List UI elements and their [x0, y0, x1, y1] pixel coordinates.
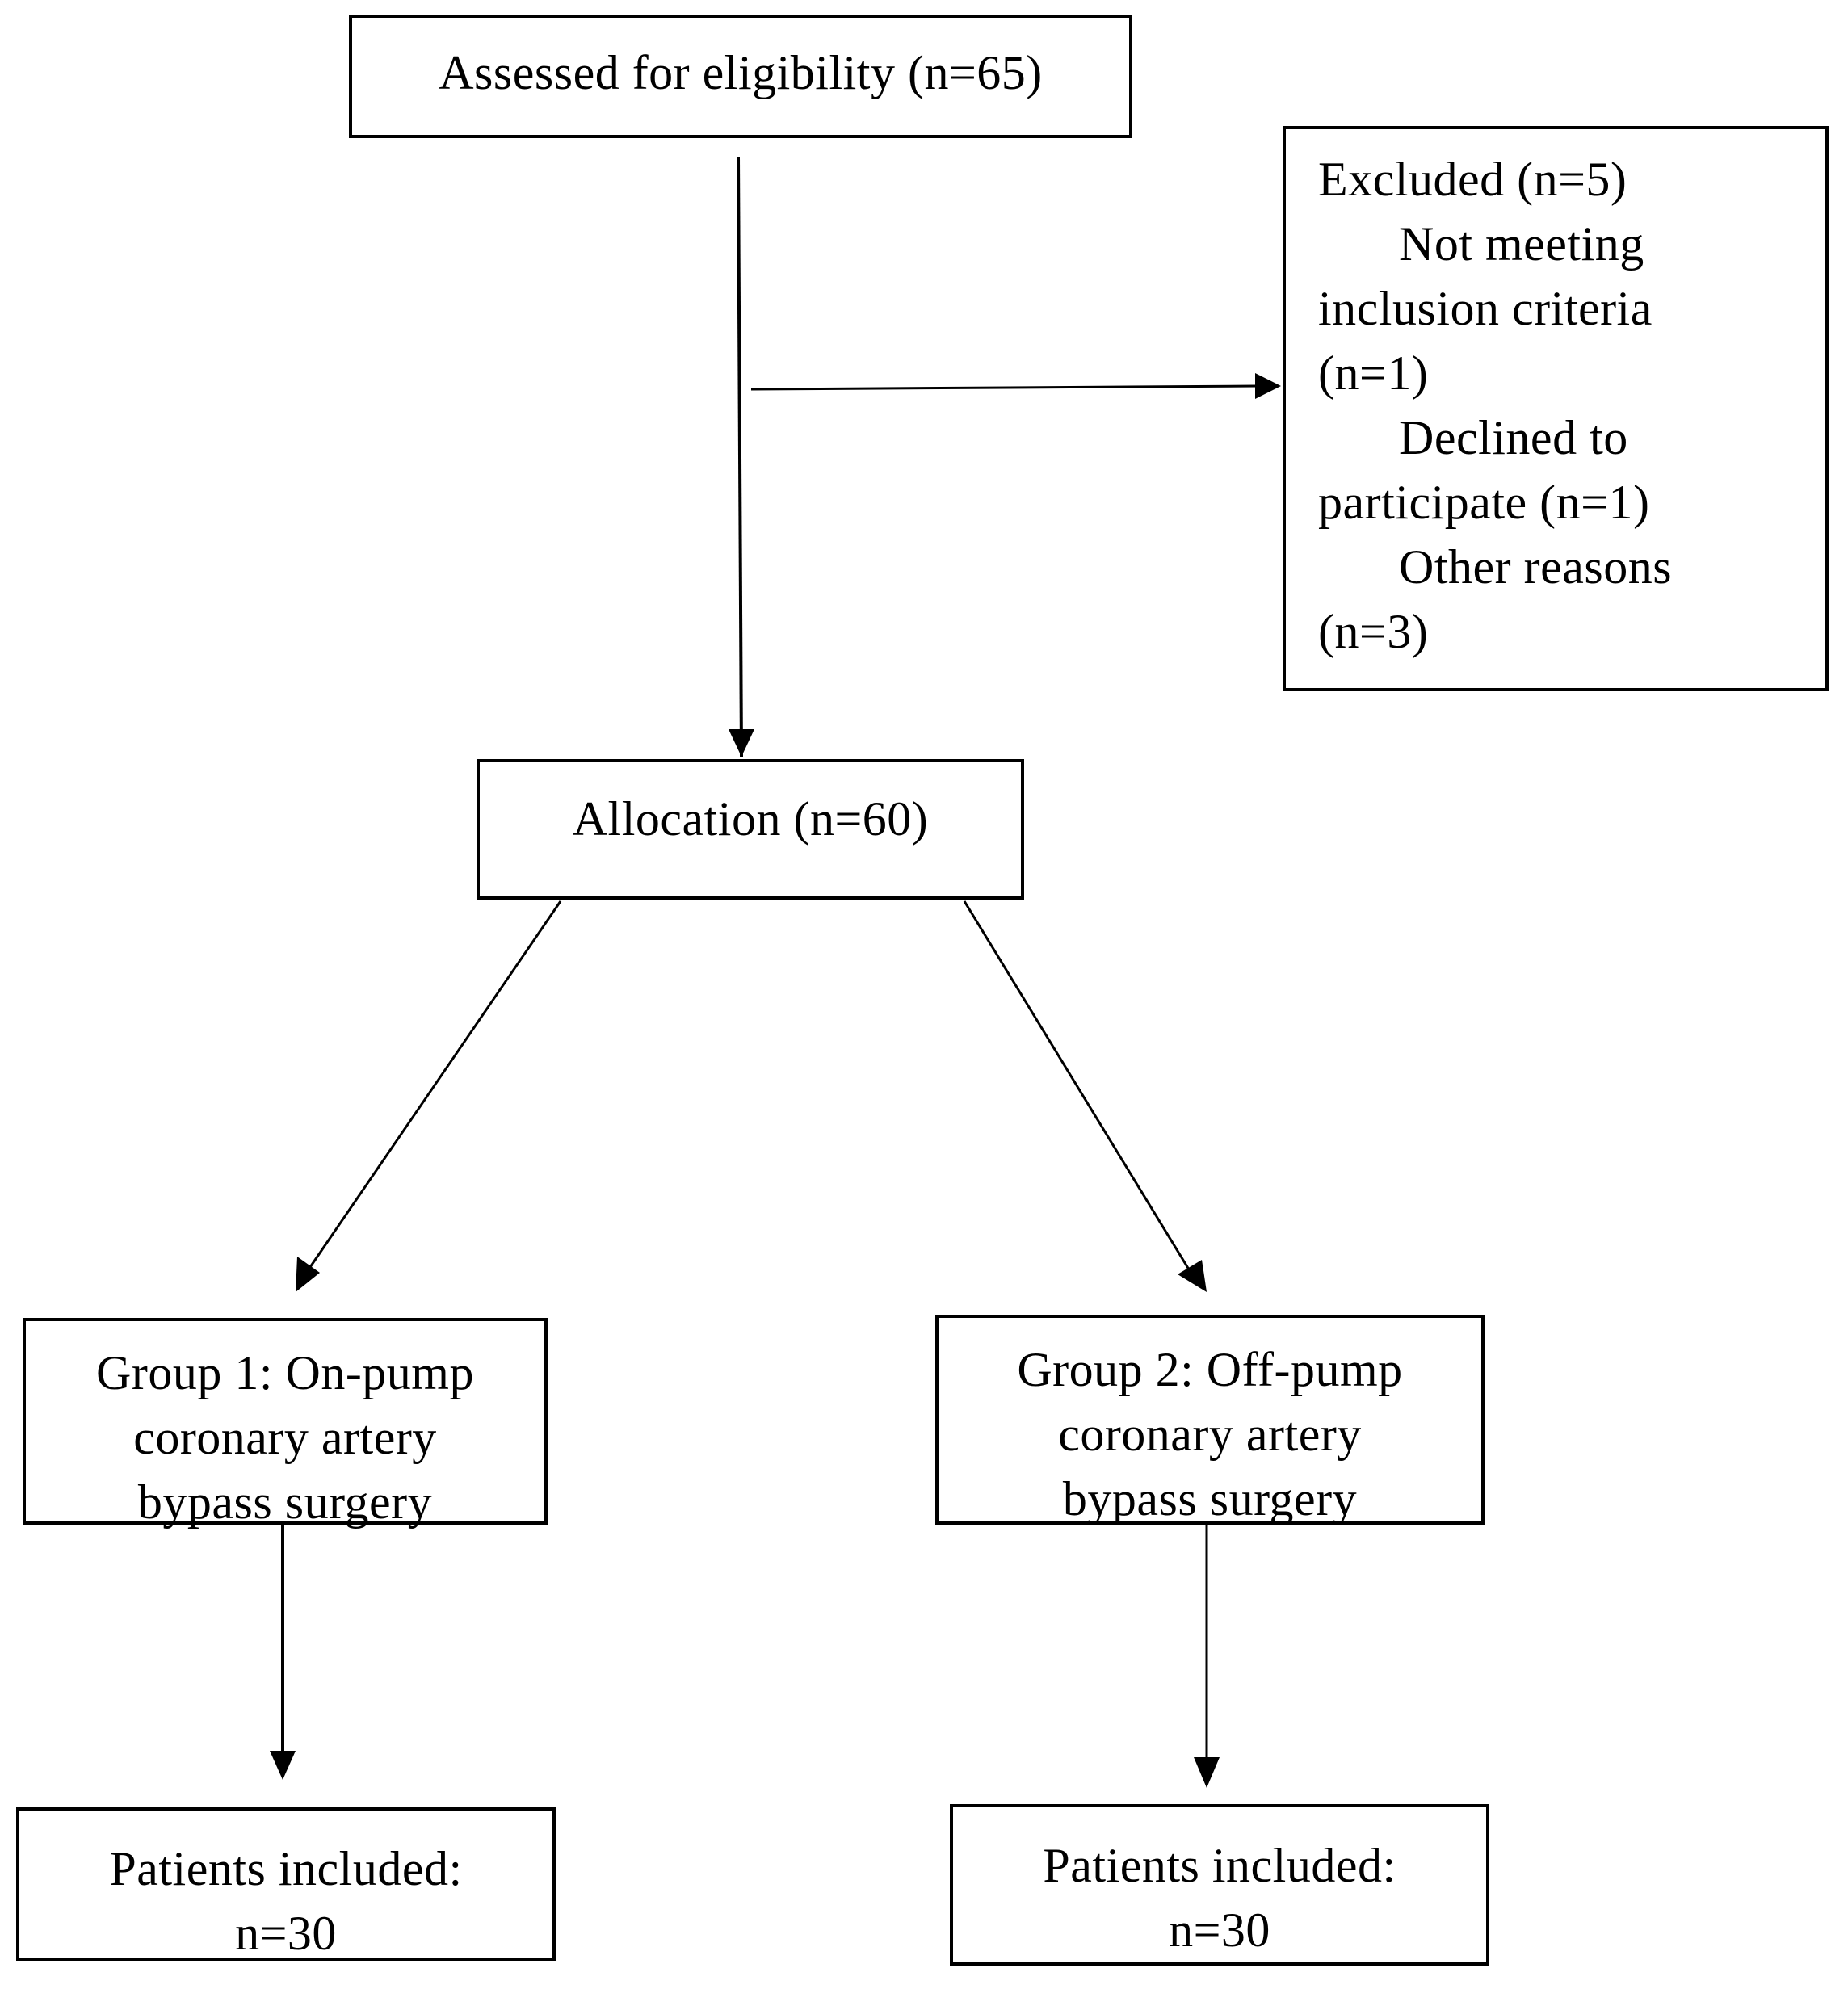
excluded-reason-not-meeting-line2: inclusion criteria	[1318, 282, 1653, 335]
patients2-count: n=30	[1169, 1903, 1270, 1957]
patients-included-group2-box: Patients included: n=30	[950, 1804, 1489, 1966]
group1-line2: coronary artery	[133, 1411, 437, 1464]
arrow-allocation-to-group1	[307, 900, 562, 1270]
allocation-label: Allocation (n=60)	[572, 792, 929, 846]
group1-line3: bypass surgery	[137, 1475, 433, 1529]
arrowhead-patients1	[270, 1751, 296, 1780]
arrowhead-patients2	[1194, 1757, 1220, 1788]
excluded-reason-declined-line1: Declined to	[1399, 411, 1628, 464]
arrowhead-group2	[1178, 1260, 1207, 1292]
group1-on-pump-box: Group 1: On-pump coronary artery bypass …	[23, 1318, 548, 1529]
assessed-eligibility-box: Assessed for eligibility (n=65)	[349, 15, 1132, 138]
arrow-to-excluded	[750, 384, 1258, 391]
patients1-count: n=30	[235, 1907, 337, 1960]
excluded-reason-declined-line2: participate (n=1)	[1318, 476, 1650, 529]
arrow-assessed-to-allocation	[737, 157, 743, 757]
patients2-label: Patients included:	[1043, 1839, 1396, 1892]
arrowhead-allocation	[729, 729, 754, 757]
group2-line2: coronary artery	[1058, 1408, 1362, 1461]
patients1-label: Patients included:	[109, 1842, 463, 1895]
excluded-reason-other-line1: Other reasons	[1399, 540, 1673, 594]
allocation-box: Allocation (n=60)	[477, 759, 1024, 900]
group1-line1: Group 1: On-pump	[96, 1346, 474, 1399]
group2-line1: Group 2: Off-pump	[1017, 1343, 1403, 1396]
arrowhead-excluded	[1255, 373, 1281, 399]
excluded-reason-not-meeting-line1: Not meeting	[1399, 217, 1644, 271]
excluded-title: Excluded (n=5)	[1318, 153, 1628, 206]
group2-off-pump-box: Group 2: Off-pump coronary artery bypass…	[935, 1315, 1485, 1525]
excluded-reason-not-meeting-count: (n=1)	[1318, 346, 1429, 400]
arrow-allocation-to-group2	[963, 900, 1191, 1270]
excluded-reason-other-count: (n=3)	[1318, 605, 1429, 658]
group2-line3: bypass surgery	[1062, 1472, 1358, 1525]
excluded-box: Excluded (n=5) Not meeting inclusion cri…	[1283, 126, 1829, 691]
arrowhead-group1	[296, 1257, 320, 1292]
patients-included-group1-box: Patients included: n=30	[16, 1807, 556, 1961]
assessed-label: Assessed for eligibility (n=65)	[439, 46, 1043, 99]
